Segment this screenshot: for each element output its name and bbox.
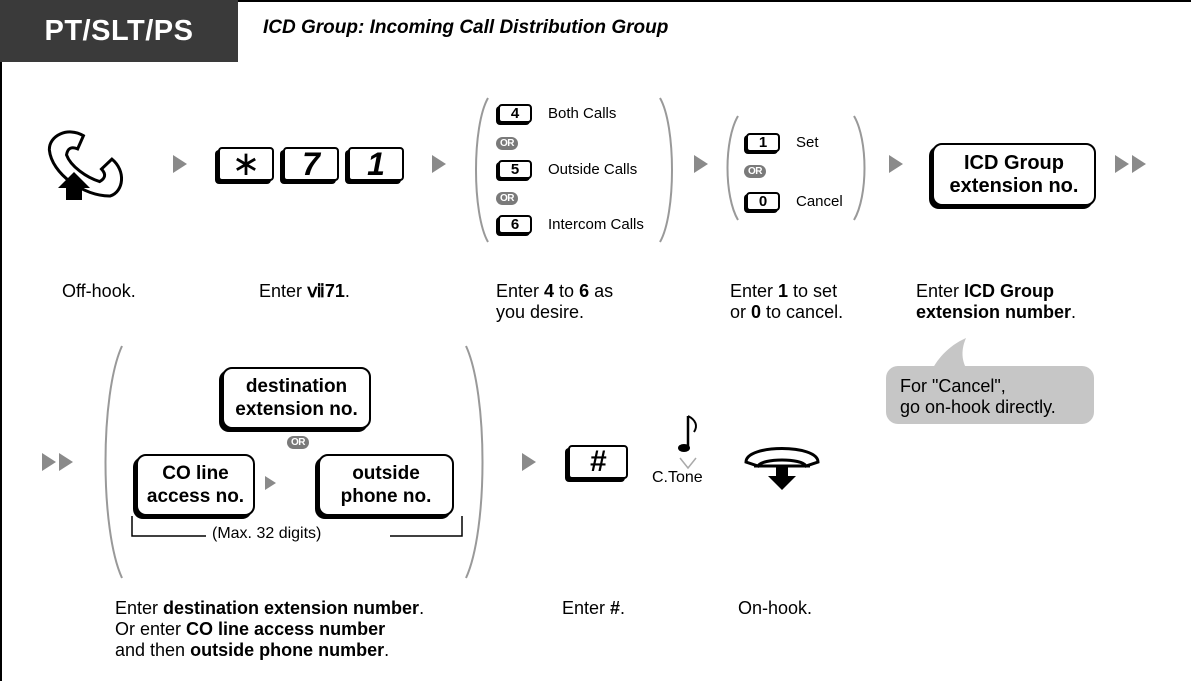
cancel-note-bubble: For "Cancel",go on-hook directly. <box>886 366 1094 424</box>
tone-note-icon <box>678 415 697 470</box>
off-hook-handset-icon <box>47 130 123 200</box>
arrow-icon <box>173 155 187 173</box>
cancel-label: Cancel <box>796 193 843 210</box>
options-bracket <box>475 97 673 243</box>
max-digits-label: (Max. 32 digits) <box>212 525 322 542</box>
header-tab-label: PT/SLT/PS <box>44 14 194 47</box>
hash-key: # <box>568 445 628 479</box>
ctone-label: C.Tone <box>652 469 703 486</box>
on-hook-handset-icon <box>744 447 820 490</box>
double-arrow-icon <box>42 453 56 471</box>
arrow-icon <box>694 155 708 173</box>
option-key-4: 4 <box>498 104 532 123</box>
caption-destination: Enter destination extension number. Or e… <box>115 598 425 660</box>
or-badge: OR <box>496 137 518 150</box>
destination-bracket <box>104 345 484 579</box>
key-7: 7 <box>283 146 339 182</box>
double-arrow-icon <box>1115 155 1129 173</box>
arrow-icon <box>265 476 276 490</box>
or-badge: OR <box>496 192 518 205</box>
caption-enter-71: Enter ⅶ71. <box>259 281 350 301</box>
cancel-key-0: 0 <box>746 192 780 211</box>
arrow-icon <box>889 155 903 173</box>
star-key: ∗ <box>218 145 274 183</box>
bubble-pointer <box>930 338 970 374</box>
option-label-intercom: Intercom Calls <box>548 216 644 233</box>
set-key-1: 1 <box>746 133 780 152</box>
or-badge: OR <box>287 436 309 449</box>
double-arrow-icon <box>59 453 73 471</box>
header-tab: PT/SLT/PS <box>0 0 238 62</box>
arrow-icon <box>432 155 446 173</box>
option-key-5: 5 <box>498 160 532 179</box>
key-1: 1 <box>348 146 404 182</box>
option-key-6: 6 <box>498 215 532 234</box>
caption-offhook: Off-hook. <box>62 281 136 301</box>
arrow-icon <box>522 453 536 471</box>
option-label-outside: Outside Calls <box>548 161 638 178</box>
caption-enter-hash: Enter #. <box>562 598 626 618</box>
set-cancel-bracket <box>726 115 866 221</box>
max-digits-bracket <box>131 516 463 537</box>
option-label-both: Both Calls <box>548 105 617 122</box>
or-badge: OR <box>744 165 766 178</box>
caption-onhook: On-hook. <box>738 598 813 618</box>
page-title: ICD Group: Incoming Call Distribution Gr… <box>263 17 669 38</box>
set-label: Set <box>796 134 819 151</box>
double-arrow-icon <box>1132 155 1146 173</box>
